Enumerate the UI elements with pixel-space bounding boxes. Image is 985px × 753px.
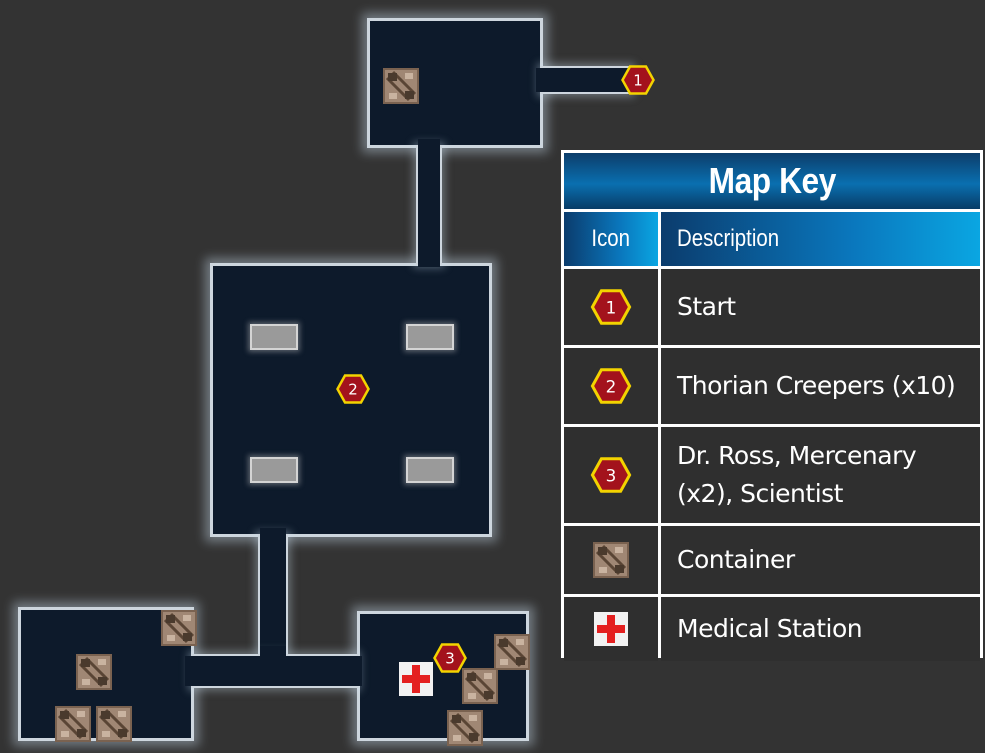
container-icon[interactable] [462, 668, 498, 704]
map-key-header-description: Description [661, 212, 980, 266]
marker-3[interactable]: 3 [433, 643, 467, 673]
map-key-title-text: Map Key [708, 160, 836, 201]
pillar [250, 324, 298, 350]
key-row-icon [564, 526, 658, 594]
marker-2-icon: 2 [590, 368, 632, 404]
marker-number: 1 [633, 72, 643, 90]
key-row-description: Dr. Ross, Mercenary (x2), Scientist [661, 427, 980, 523]
key-row-description: Start [661, 269, 980, 345]
svg-text:2: 2 [606, 377, 617, 397]
icon-column-header: Icon [591, 225, 631, 252]
key-description-text: Container [677, 545, 795, 574]
key-description-text: Start [677, 292, 736, 321]
corridor-south-west-east [191, 654, 358, 688]
marker-3-icon: 3 [590, 457, 632, 493]
map-key-title: Map Key [564, 153, 980, 209]
key-row-description: Medical Station [661, 597, 980, 661]
container-icon[interactable] [383, 68, 419, 104]
container-icon[interactable] [55, 706, 91, 742]
container-icon[interactable] [96, 706, 132, 742]
key-row-description: Container [661, 526, 980, 594]
key-row-icon: 3 [564, 427, 658, 523]
medical-station-icon[interactable] [399, 662, 433, 696]
marker-1[interactable]: 1 [621, 65, 655, 95]
container-icon [593, 542, 629, 578]
container-icon[interactable] [76, 654, 112, 690]
key-description-text: Thorian Creepers (x10) [677, 371, 956, 400]
medical-station-icon [594, 612, 628, 646]
room-southeast [357, 611, 529, 741]
pillar [250, 457, 298, 483]
container-icon[interactable] [161, 610, 197, 646]
map-key-header-icon: Icon [564, 212, 658, 266]
marker-2[interactable]: 2 [336, 374, 370, 404]
svg-text:3: 3 [606, 466, 617, 486]
key-row-icon: 2 [564, 348, 658, 424]
description-column-header: Description [677, 225, 780, 252]
corridor-central-south [258, 534, 288, 654]
container-icon[interactable] [494, 634, 530, 670]
map-key: Map Key Icon Description 1 Start 2 Thori… [561, 150, 983, 661]
corridor-north-east [540, 66, 632, 94]
key-row-icon [564, 597, 658, 661]
container-icon[interactable] [447, 710, 483, 746]
marker-number: 2 [348, 381, 358, 399]
corridor-north-central [416, 145, 442, 265]
pillar [406, 457, 454, 483]
key-description-text: Dr. Ross, Mercenary (x2), Scientist [677, 441, 917, 508]
key-row-description: Thorian Creepers (x10) [661, 348, 980, 424]
marker-number: 3 [445, 650, 455, 668]
marker-1-icon: 1 [590, 289, 632, 325]
pillar [406, 324, 454, 350]
key-description-text: Medical Station [677, 614, 863, 643]
key-row-icon: 1 [564, 269, 658, 345]
svg-text:1: 1 [606, 298, 617, 318]
